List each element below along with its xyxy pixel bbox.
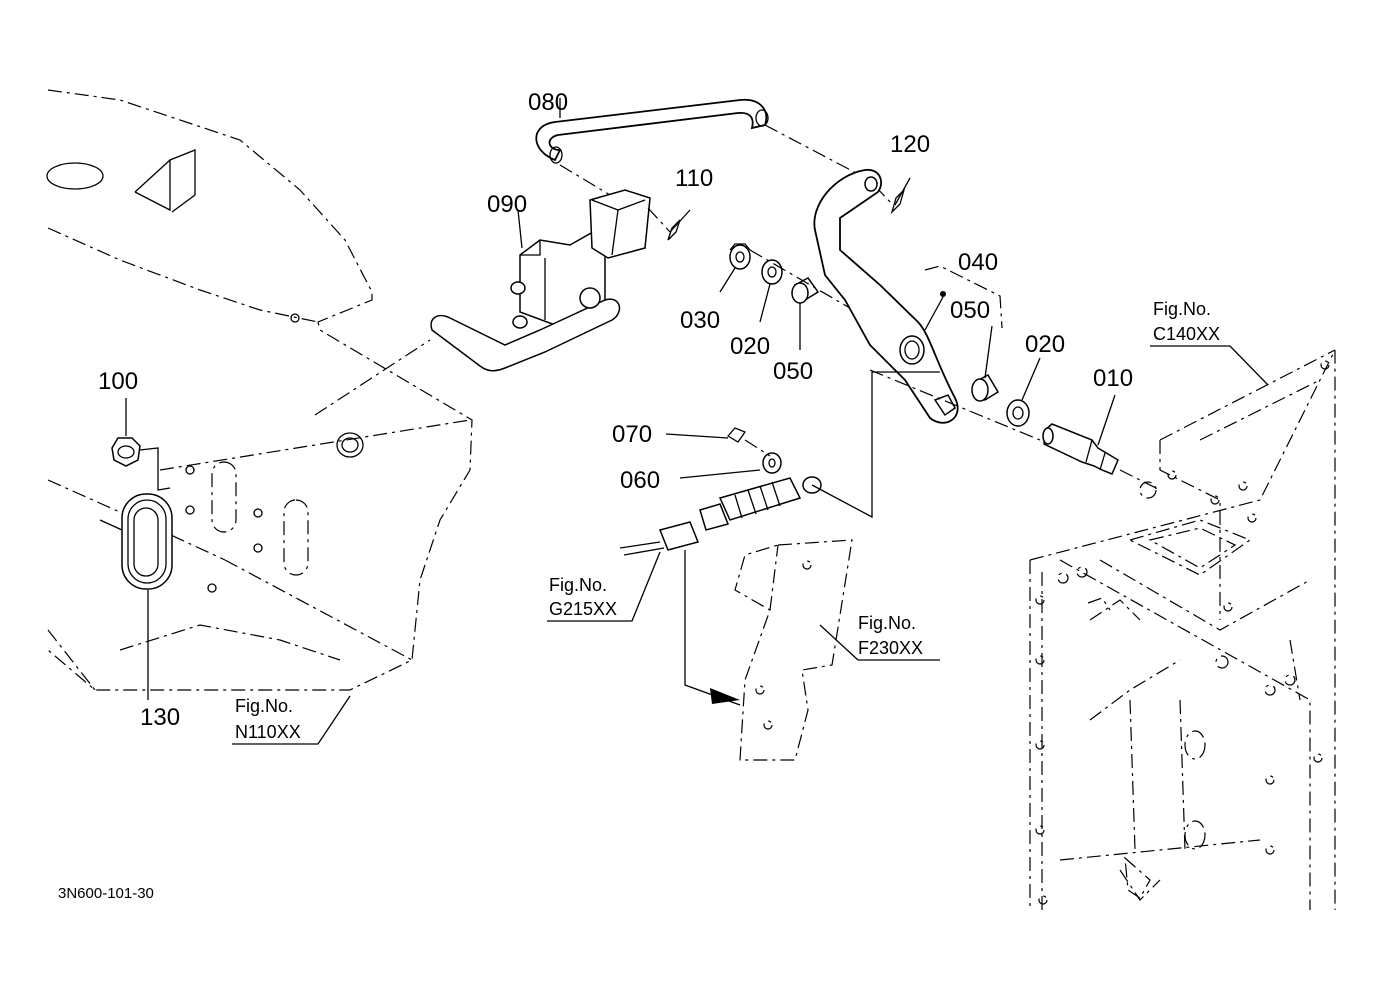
part-030-clip	[719, 243, 751, 293]
part-080-rod	[535, 98, 861, 196]
fig-ref-g215: Fig.No. G215XX	[547, 551, 661, 622]
part-050-bushing-right	[971, 325, 1000, 402]
label-010: 010	[1093, 365, 1133, 392]
label-050-right: 050	[950, 297, 990, 324]
svg-text:Fig.No.: Fig.No.	[858, 613, 916, 633]
fig-ref-c140: Fig.No. C140XX	[1150, 299, 1269, 386]
part-090-handle	[314, 189, 651, 416]
part-040-lever	[813, 169, 1003, 424]
svg-text:Fig.No.: Fig.No.	[235, 696, 293, 716]
fig-ref-f230: Fig.No. F230XX	[819, 613, 940, 661]
label-040: 040	[958, 249, 998, 276]
label-100: 100	[98, 368, 138, 395]
label-020-left: 020	[730, 333, 770, 360]
transmission-housing	[1029, 349, 1336, 910]
label-050-left: 050	[773, 358, 813, 385]
svg-text:N110XX: N110XX	[235, 722, 301, 742]
part-130-grommet	[99, 493, 173, 700]
bracket-f230	[734, 539, 853, 761]
label-090: 090	[487, 191, 527, 218]
label-060: 060	[620, 467, 660, 494]
svg-text:Fig.No.: Fig.No.	[549, 575, 607, 595]
fig-ref-n110: Fig.No. N110XX	[232, 695, 351, 745]
label-070: 070	[612, 421, 652, 448]
label-120: 120	[890, 131, 930, 158]
svg-text:Fig.No.: Fig.No.	[1153, 299, 1211, 319]
part-020-washer-right	[1006, 357, 1041, 427]
part-060-washer	[679, 452, 782, 479]
part-020-washer-left	[759, 259, 783, 323]
part-labels: 080 110 090 120 040 050 020 010 030 020 …	[98, 89, 1133, 731]
part-110-pin	[647, 207, 691, 241]
svg-text:C140XX: C140XX	[1153, 324, 1220, 344]
label-130: 130	[140, 704, 180, 731]
part-010-shaft	[869, 369, 1161, 491]
svg-text:F230XX: F230XX	[858, 638, 923, 658]
label-080: 080	[528, 89, 568, 116]
part-100-nut	[111, 398, 171, 491]
part-070-pin	[665, 427, 771, 457]
diagram-code: 3N600-101-30	[58, 885, 154, 902]
label-020-right: 020	[1025, 331, 1065, 358]
part-050-bushing-left	[749, 249, 906, 350]
label-030: 030	[680, 307, 720, 334]
floor-panel	[46, 89, 473, 691]
label-110: 110	[675, 165, 713, 192]
svg-text:G215XX: G215XX	[549, 599, 617, 619]
figure-references: Fig.No. C140XX Fig.No. G215XX Fig.No. F2…	[232, 299, 1269, 745]
cable-assembly	[619, 371, 940, 706]
